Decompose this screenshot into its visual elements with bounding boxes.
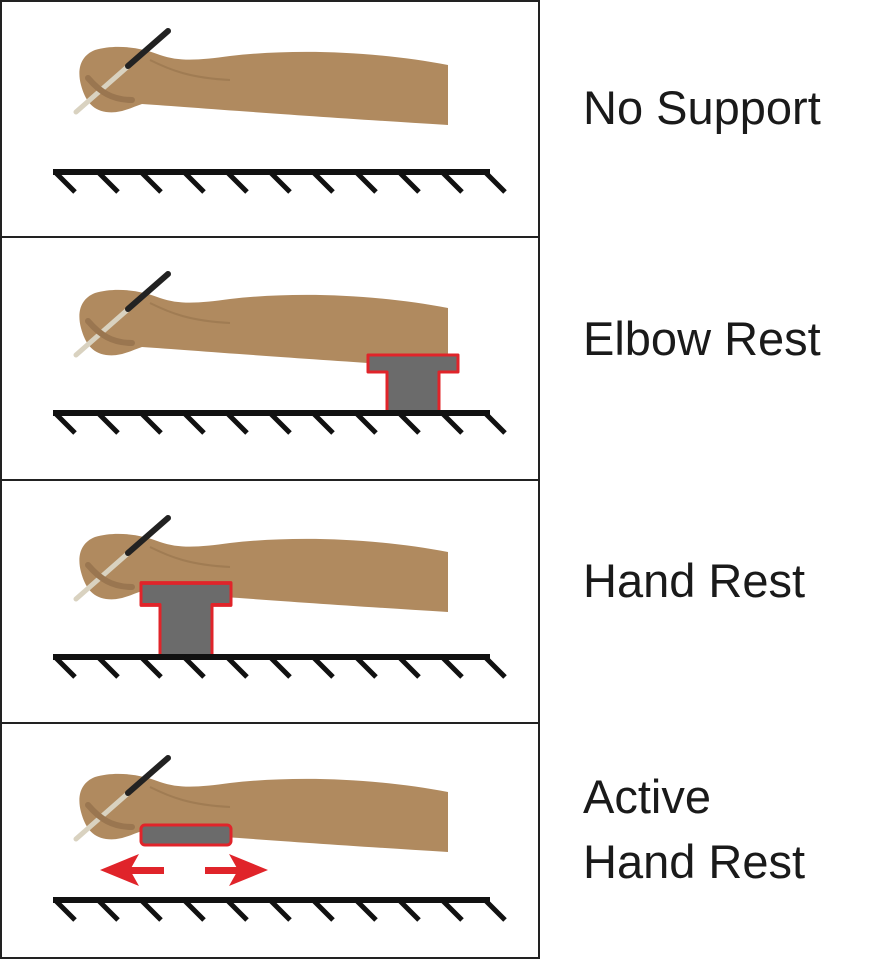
label-elbow-rest: Elbow Rest (583, 312, 821, 365)
arm-with-pen (76, 31, 448, 125)
label-hand-rest-2: Hand Rest (583, 835, 805, 888)
label-active: Active (583, 770, 711, 823)
ground-surface (53, 657, 505, 677)
panel-hand-rest: Hand Rest (53, 518, 805, 677)
ground-surface (53, 900, 505, 920)
active-hand-rest-pad (139, 823, 233, 847)
left-arrow-icon (100, 854, 164, 886)
arm-with-pen (76, 758, 448, 852)
panel-no-support: No Support (53, 31, 821, 192)
hand-rest-block (139, 581, 233, 659)
panel-active-hand-rest: Active Hand Rest (53, 758, 805, 920)
ground-surface (53, 172, 505, 192)
panel-elbow-rest: Elbow Rest (53, 274, 821, 433)
elbow-rest-block (366, 353, 460, 414)
label-hand-rest: Hand Rest (583, 554, 805, 607)
arm-with-pen (76, 518, 448, 612)
label-no-support: No Support (583, 81, 821, 134)
right-arrow-icon (205, 854, 268, 886)
ground-surface (53, 413, 505, 433)
